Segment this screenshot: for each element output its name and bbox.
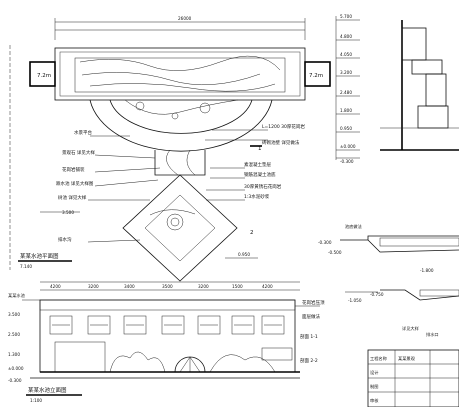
elevation-view: 4200 3200 3400 3500 3200 1500 4200 某某水池 …: [8, 281, 325, 403]
elev-left-4: 3.500: [8, 312, 20, 317]
tb-row-3: 制图: [370, 383, 378, 390]
left-width-label: 7.2m: [37, 73, 51, 79]
level-6: 1.800: [340, 108, 352, 113]
elevation-scale: 1:100: [30, 398, 42, 403]
elev-left-1: 某某水池: [8, 292, 26, 299]
right-section-view: 5.700 4.800 4.050 3.200 2.480 1.800 0.95…: [335, 14, 459, 164]
small-level-5: -1.800: [420, 268, 434, 273]
small-note-2: 详见大样: [402, 325, 419, 332]
tb-row-1: 工程名称: [370, 355, 387, 362]
small-level-3: -0.750: [370, 292, 384, 297]
elevation-dimensions: 4200 3200 3400 3500 3200 1500 4200: [50, 284, 273, 289]
small-note-3: 排水口: [426, 331, 439, 338]
elev-dim-7: 4200: [262, 284, 273, 289]
elev-left-3: -0.300: [8, 378, 22, 383]
diag-label: 0.950: [238, 252, 250, 257]
title-block: 工程名称 设计 制图 审核 某某景观: [367, 349, 459, 407]
elev-dim-1: 4200: [50, 284, 61, 289]
right-width-label: 7.2m: [309, 73, 323, 79]
elev-dim-4: 3500: [162, 284, 173, 289]
elev-left-5: 2.500: [8, 332, 20, 337]
elev-dim-2: 3200: [88, 284, 99, 289]
callout-7: 素混凝土垫层: [244, 161, 271, 168]
elev-dim-3: 3400: [124, 284, 135, 289]
tb-value-1: 某某景观: [398, 356, 416, 362]
small-note-1: 池底做法: [345, 223, 362, 230]
elevation-title: 某某水池立面图: [28, 386, 67, 394]
small-level-2: -0.500: [328, 250, 342, 255]
plan-scale: 7.140: [20, 264, 32, 269]
elev-dim-5: 3200: [198, 284, 209, 289]
level-5: 2.480: [340, 90, 352, 95]
callout-9: 30厚黄锈石花岗岩: [244, 183, 282, 190]
callout-1: 水景平台: [74, 129, 92, 136]
small-section-view: -0.300 -0.500 -0.750 -1.050 -1.800 池底做法 …: [318, 223, 459, 338]
elev-note-2: 面层做法: [302, 313, 320, 320]
plan-title: 某某水池平面图: [20, 252, 59, 260]
elev-left-2: ±0.000: [8, 366, 24, 371]
level-8: ±0.000: [340, 144, 356, 149]
callout-8: 钢筋混凝土池底: [244, 171, 276, 178]
elev-note-3: 剖面 1-1: [300, 333, 318, 340]
callout-13: 树池 详见大样: [58, 194, 87, 201]
level-2: 4.800: [340, 34, 352, 39]
level-3: 4.050: [340, 52, 352, 57]
overall-dimension: 26000: [178, 16, 192, 21]
axis-left-label: 3.500: [62, 210, 74, 215]
callout-14: 排水沟: [58, 236, 72, 243]
elev-dim-6: 1500: [232, 284, 243, 289]
callout-6: 砖砌池壁 详见做法: [262, 139, 300, 146]
callout-5: L=1200 30厚花岗岩: [262, 123, 305, 130]
svg-text:1: 1: [258, 146, 262, 152]
elev-note-1: 花岗岩压顶: [302, 299, 325, 306]
callout-10: 1:3水泥砂浆: [244, 193, 270, 200]
small-level-1: -0.300: [318, 240, 332, 245]
level-1: 5.700: [340, 14, 352, 19]
plan-view: 26000 7.2m 7.2m 3.500 0.: [9, 16, 331, 282]
level-9: -0.300: [340, 159, 354, 164]
callout-3: 花岗岩铺装: [62, 166, 85, 173]
level-7: 0.950: [340, 126, 352, 131]
small-level-4: -1.050: [348, 298, 362, 303]
elev-left-6: 1.300: [8, 352, 20, 357]
level-markers: 5.700 4.800 4.050 3.200 2.480 1.800 0.95…: [336, 14, 360, 164]
tb-row-2: 设计: [370, 369, 378, 376]
callout-4: 跌水池 详见大样图: [56, 180, 94, 187]
callout-2: 景观石 详见大样: [62, 149, 95, 156]
elev-note-4: 剖面 2-2: [300, 357, 318, 364]
level-4: 3.200: [340, 70, 352, 75]
tb-row-4: 审核: [370, 397, 379, 404]
svg-text:2: 2: [250, 230, 254, 236]
